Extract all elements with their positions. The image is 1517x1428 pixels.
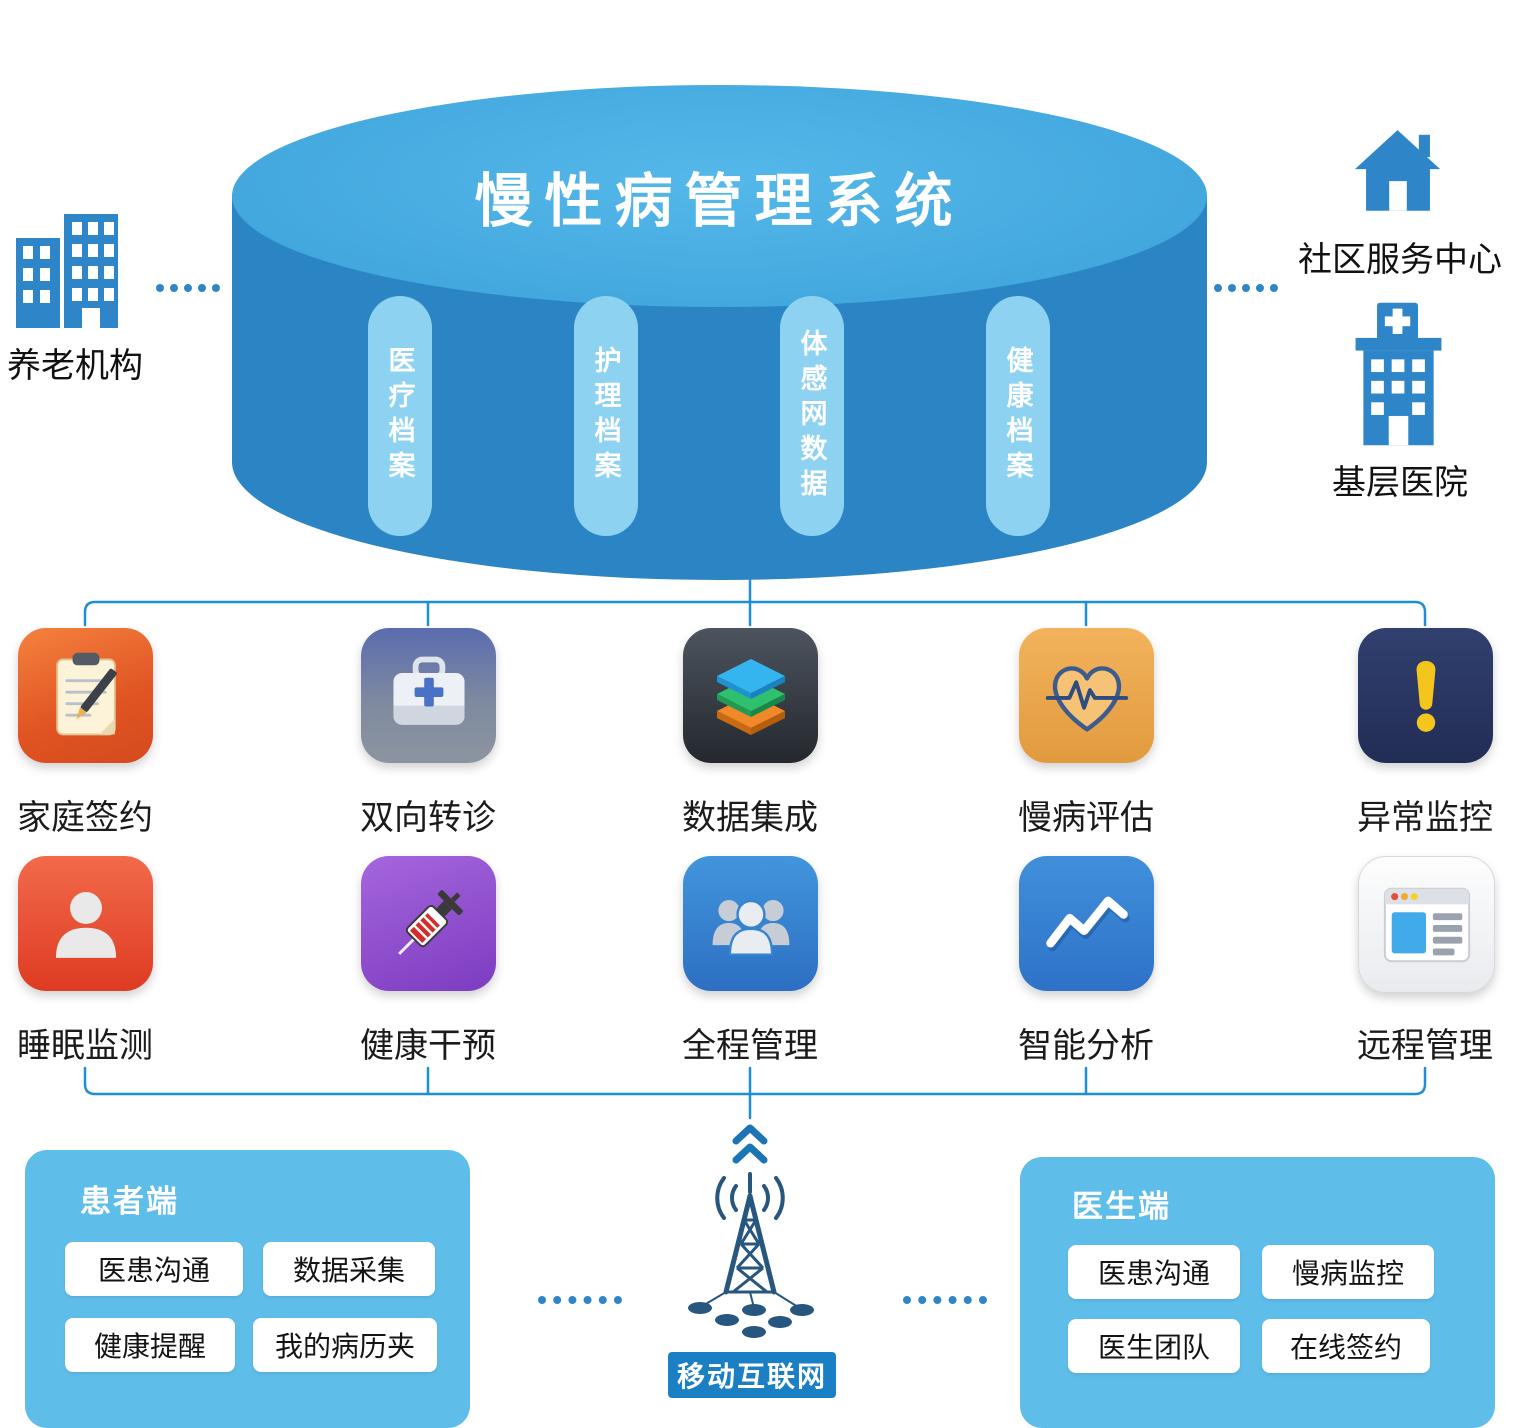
partner-label-grassroots-hospital: 基层医院 <box>1332 464 1468 502</box>
module-label: 全程管理 <box>682 1027 818 1065</box>
module-intelligent-analysis <box>1019 856 1154 991</box>
line-chart-icon <box>1045 896 1130 951</box>
module-whole-process-management <box>683 856 818 991</box>
db-segment-pill: 健康档案 <box>986 296 1050 536</box>
dotted-connector <box>538 1296 622 1304</box>
medical-kit-icon <box>392 656 465 725</box>
patient-panel-chip: 健康提醒 <box>65 1318 235 1372</box>
db-segment-pill: 护理档案 <box>574 296 638 536</box>
module-two-way-referral <box>361 628 496 763</box>
exclamation-icon <box>1416 660 1435 732</box>
dotted-connector <box>156 284 220 292</box>
module-label: 异常监控 <box>1357 799 1493 837</box>
doctor-panel-chip: 医患沟通 <box>1068 1245 1240 1299</box>
module-chronic-assessment <box>1019 628 1154 763</box>
heart-ecg-icon <box>1045 665 1128 732</box>
module-data-integration <box>683 628 818 763</box>
network-label: 移动互联网 <box>668 1352 836 1398</box>
stacked-layers-icon <box>716 658 785 735</box>
module-label: 睡眠监测 <box>17 1027 153 1065</box>
module-label: 数据集成 <box>682 799 818 837</box>
module-label: 家庭签约 <box>17 799 153 837</box>
doctor-panel-title: 医生端 <box>1072 1189 1171 1224</box>
doctor-panel: 医生端 医患沟通 慢病监控 医生团队 在线签约 <box>1020 1157 1495 1428</box>
module-label: 健康干预 <box>360 1027 496 1065</box>
module-abnormal-monitoring <box>1358 628 1493 763</box>
module-label: 慢病评估 <box>1018 799 1154 837</box>
hospital-icon <box>1355 302 1442 446</box>
doctor-panel-chip: 在线签约 <box>1262 1319 1430 1373</box>
house-icon <box>1354 130 1441 211</box>
dotted-connector <box>1214 284 1278 292</box>
patient-panel-title: 患者端 <box>80 1184 179 1219</box>
module-label: 智能分析 <box>1018 1027 1154 1065</box>
browser-window-icon <box>1383 887 1470 962</box>
patient-panel-chip: 我的病历夹 <box>253 1318 437 1372</box>
module-sleep-monitoring <box>18 856 153 991</box>
person-icon <box>55 891 116 958</box>
module-label: 双向转诊 <box>360 799 496 837</box>
patient-panel-chip: 数据采集 <box>263 1242 435 1296</box>
signal-tower-icon <box>688 1172 814 1338</box>
db-segment-pill: 医疗档案 <box>368 296 432 536</box>
db-segment-pill: 体感网数据 <box>780 296 844 536</box>
partner-label-elderly-care: 养老机构 <box>7 347 143 385</box>
doctor-panel-chip: 慢病监控 <box>1262 1245 1434 1299</box>
patient-panel: 患者端 医患沟通 数据采集 健康提醒 我的病历夹 <box>25 1150 470 1428</box>
dotted-connector <box>903 1296 987 1304</box>
partner-label-community-center: 社区服务中心 <box>1298 241 1502 279</box>
cylinder-top: 慢性病管理系统 <box>232 85 1207 307</box>
module-remote-management <box>1358 856 1495 993</box>
clipboard-pencil-icon <box>55 652 117 735</box>
module-family-signing <box>18 628 153 763</box>
patient-panel-chip: 医患沟通 <box>65 1242 243 1296</box>
people-group-icon <box>712 899 789 956</box>
module-health-intervention <box>361 856 496 991</box>
building-icon <box>16 214 118 328</box>
module-label: 远程管理 <box>1357 1027 1493 1065</box>
system-title: 慢性病管理系统 <box>474 169 965 234</box>
chevron-up-icon <box>732 1124 768 1164</box>
syringe-icon <box>397 889 463 955</box>
doctor-panel-chip: 医生团队 <box>1068 1319 1240 1373</box>
